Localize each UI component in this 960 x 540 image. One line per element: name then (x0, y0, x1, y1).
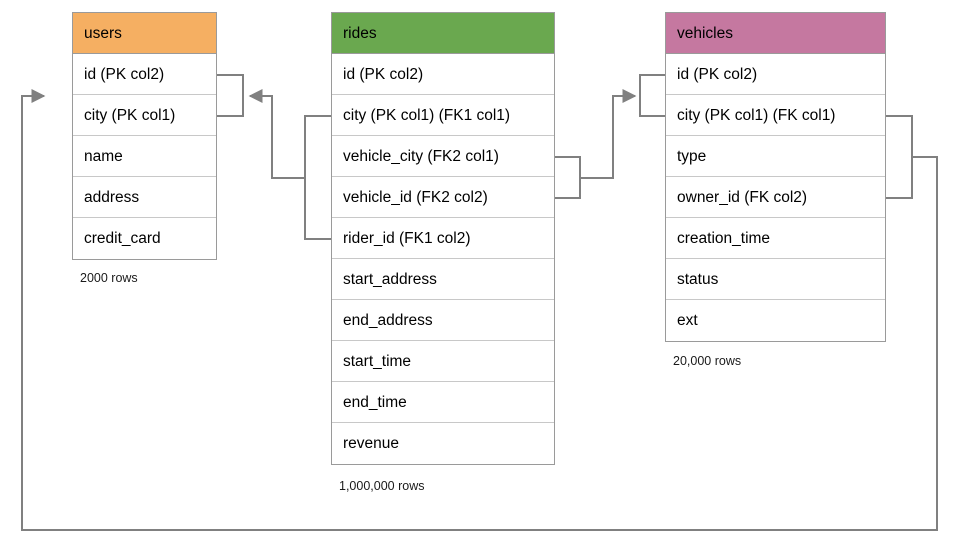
entity-rides-title: rides (332, 13, 554, 54)
field-rides-revenue[interactable]: revenue (332, 423, 554, 464)
field-users-id[interactable]: id (PK col2) (73, 54, 216, 95)
field-rides-vehicle-city[interactable]: vehicle_city (FK2 col1) (332, 136, 554, 177)
edge-fk1-rides-to-users (217, 74, 331, 240)
entity-rides[interactable]: rides id (PK col2) city (PK col1) (FK1 c… (331, 12, 555, 465)
field-rides-end-address[interactable]: end_address (332, 300, 554, 341)
field-vehicles-owner-id[interactable]: owner_id (FK col2) (666, 177, 885, 218)
row-count-rides: 1,000,000 rows (339, 479, 425, 493)
entity-vehicles[interactable]: vehicles id (PK col2) city (PK col1) (FK… (665, 12, 886, 342)
field-vehicles-status[interactable]: status (666, 259, 885, 300)
edge-fk2-rides-to-vehicles (555, 74, 665, 199)
field-vehicles-city[interactable]: city (PK col1) (FK col1) (666, 95, 885, 136)
entity-users[interactable]: users id (PK col2) city (PK col1) name a… (72, 12, 217, 260)
row-count-vehicles: 20,000 rows (673, 354, 742, 368)
field-users-address[interactable]: address (73, 177, 216, 218)
field-rides-city[interactable]: city (PK col1) (FK1 col1) (332, 95, 554, 136)
row-count-users: 2000 rows (80, 271, 138, 285)
field-rides-vehicle-id[interactable]: vehicle_id (FK2 col2) (332, 177, 554, 218)
edge-fk-vehicles-to-users (21, 89, 938, 531)
field-rides-start-time[interactable]: start_time (332, 341, 554, 382)
field-rides-id[interactable]: id (PK col2) (332, 54, 554, 95)
entity-vehicles-title: vehicles (666, 13, 885, 54)
field-users-city[interactable]: city (PK col1) (73, 95, 216, 136)
field-vehicles-id[interactable]: id (PK col2) (666, 54, 885, 95)
field-rides-end-time[interactable]: end_time (332, 382, 554, 423)
field-rides-start-address[interactable]: start_address (332, 259, 554, 300)
field-vehicles-creation-time[interactable]: creation_time (666, 218, 885, 259)
field-vehicles-type[interactable]: type (666, 136, 885, 177)
field-rides-rider-id[interactable]: rider_id (FK1 col2) (332, 218, 554, 259)
field-users-credit-card[interactable]: credit_card (73, 218, 216, 259)
field-users-name[interactable]: name (73, 136, 216, 177)
entity-users-title: users (73, 13, 216, 54)
field-vehicles-ext[interactable]: ext (666, 300, 885, 341)
